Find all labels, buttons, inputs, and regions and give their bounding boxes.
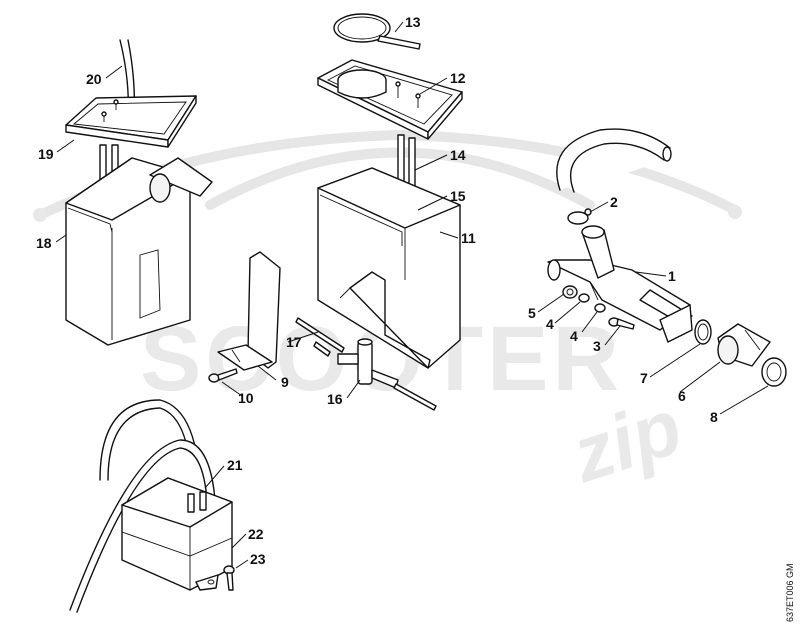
label-16: 16	[327, 391, 343, 407]
part-7-oring	[694, 319, 712, 345]
part-1-pump-body	[547, 225, 693, 343]
label-17: 17	[286, 334, 302, 350]
label-22: 22	[248, 526, 264, 542]
part-9-bracket	[217, 251, 281, 371]
part-5-nut	[562, 285, 578, 299]
part-17-hose	[295, 317, 345, 357]
label-6: 6	[678, 388, 686, 404]
part-4-washer	[578, 293, 606, 313]
label-9: 9	[281, 374, 289, 390]
part-22-reservoir	[121, 477, 233, 591]
label-15: 15	[450, 188, 466, 204]
label-19: 19	[38, 146, 54, 162]
hose-upper	[556, 128, 672, 193]
part-8-cap	[761, 357, 787, 387]
label-1: 1	[668, 268, 676, 284]
part-labels: 13 12 14 15 11 20 19 18 2 1 5 4 4 3 7 6 …	[36, 14, 718, 567]
label-21: 21	[227, 457, 243, 473]
label-4a: 4	[546, 316, 554, 332]
label-23: 23	[250, 551, 266, 567]
label-14: 14	[450, 147, 466, 163]
label-5: 5	[528, 305, 536, 321]
label-11: 11	[461, 230, 476, 246]
part-23-screw	[223, 565, 235, 591]
label-10: 10	[238, 390, 254, 406]
label-18: 18	[36, 235, 52, 251]
part-16-tee-valve	[337, 338, 437, 411]
label-2: 2	[610, 194, 618, 210]
part-12-cover-plate	[317, 59, 463, 140]
part-6-coupling	[717, 323, 771, 367]
label-4b: 4	[570, 328, 578, 344]
part-11-tank	[317, 167, 461, 369]
label-3: 3	[593, 338, 601, 354]
part-2-clamp	[567, 208, 592, 225]
leader-lines	[55, 21, 769, 569]
label-7: 7	[640, 370, 648, 386]
part-18-tank	[65, 157, 213, 346]
part-19-cover-plate	[65, 95, 197, 148]
label-20: 20	[86, 71, 102, 87]
label-12: 12	[450, 70, 466, 86]
label-8: 8	[710, 409, 718, 425]
part-3-screw	[608, 317, 635, 330]
drawing-code: 637ET006 GM	[785, 563, 795, 622]
part-10-screw	[208, 368, 238, 383]
part-13-oring	[333, 13, 421, 50]
label-13: 13	[405, 14, 421, 30]
